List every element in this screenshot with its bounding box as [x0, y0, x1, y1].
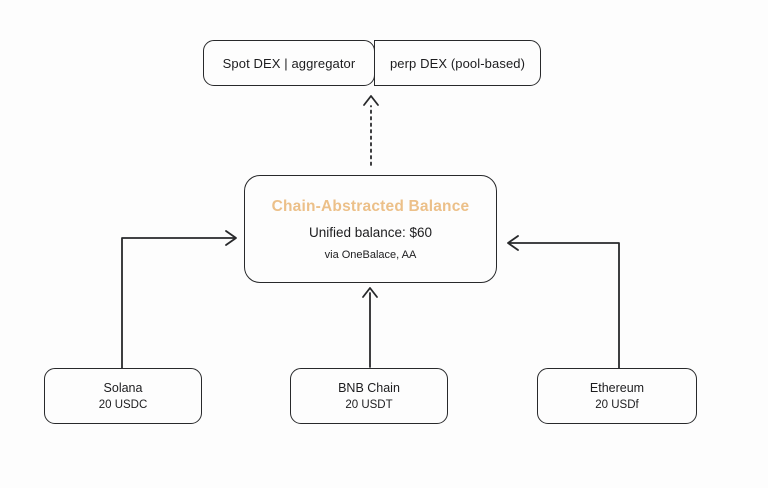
arrow-ethereum-to-balance — [507, 235, 620, 369]
arrow-bnb-to-balance — [362, 287, 378, 368]
chain-node-solana: Solana 20 USDC — [44, 368, 202, 424]
spot-dex-label: Spot DEX | aggregator — [222, 55, 356, 71]
chain-amount: 20 USDT — [345, 399, 393, 411]
chain-name: BNB Chain — [338, 381, 400, 395]
chain-amount: 20 USDC — [98, 399, 148, 411]
perp-dex-label: perp DEX (pool-based) — [389, 55, 526, 71]
chain-amount: 20 USDf — [595, 399, 639, 411]
via-provider-text: via OneBalace, AA — [324, 248, 417, 261]
perp-dex-node: perp DEX (pool-based) — [374, 40, 541, 86]
spot-dex-node: Spot DEX | aggregator — [203, 40, 375, 86]
arrow-solana-to-balance — [121, 230, 237, 369]
chain-name: Solana — [103, 381, 143, 395]
chain-name: Ethereum — [589, 381, 645, 395]
chain-abstracted-balance-node: Chain-Abstracted Balance Unified balance… — [244, 175, 497, 283]
unified-balance-text: Unified balance: $60 — [308, 224, 433, 240]
arrow-balance-to-dex-dotted — [363, 95, 379, 166]
chain-node-ethereum: Ethereum 20 USDf — [537, 368, 697, 424]
center-title: Chain-Abstracted Balance — [271, 197, 470, 215]
chain-node-bnb: BNB Chain 20 USDT — [290, 368, 448, 424]
